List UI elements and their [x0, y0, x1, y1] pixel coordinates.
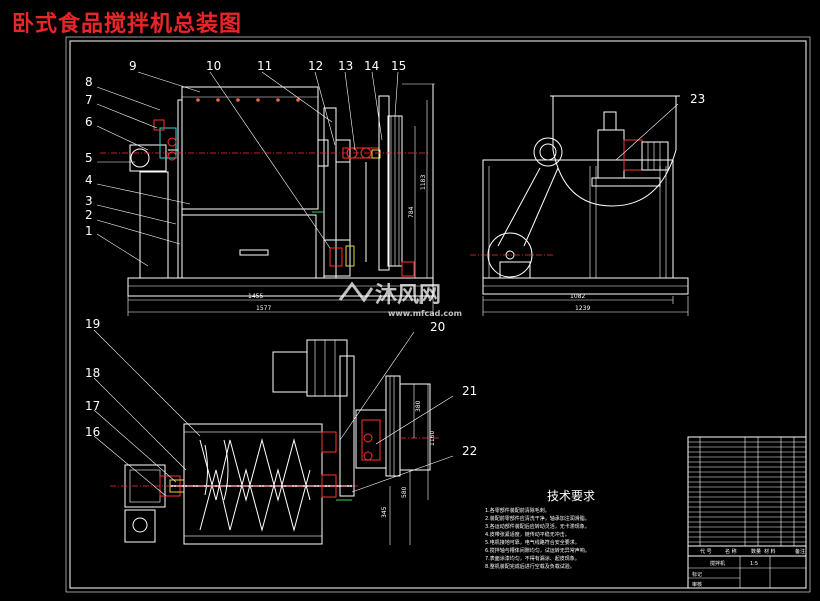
balloon-21: 21 — [462, 384, 477, 398]
balloon-17: 17 — [85, 399, 100, 413]
side-view — [470, 95, 689, 316]
balloon-23: 23 — [690, 92, 705, 106]
top-view — [110, 339, 440, 545]
side-hopper — [552, 95, 677, 207]
balloons: 8 7 6 5 4 3 2 1 9 10 11 12 13 14 15 16 1… — [85, 59, 705, 458]
balloon-18: 18 — [85, 366, 100, 380]
dim-side-a: 1082 — [570, 293, 585, 300]
left-support — [139, 171, 169, 279]
balloon-15: 15 — [391, 59, 406, 73]
balloon-2: 2 — [85, 208, 93, 222]
tech-heading: 技术要求 — [547, 489, 595, 503]
balloon-19: 19 — [85, 317, 100, 331]
watermark-logo-icon — [338, 281, 374, 303]
balloon-7: 7 — [85, 93, 93, 107]
reducer — [597, 129, 625, 179]
balloon-9: 9 — [129, 59, 137, 73]
tech-item-5: 5.电机接地可靠，电气线路符合安全要求。 — [485, 539, 580, 546]
dim-front-total: 1577 — [256, 305, 271, 312]
watermark: 沐风网 www.mfcad.com — [338, 281, 462, 318]
dim-front-height-b: 1183 — [420, 175, 427, 190]
tech-item-4: 4.皮带张紧适度，链传动平稳无冲击。 — [485, 531, 570, 538]
balloon-6: 6 — [85, 115, 93, 129]
lower-box — [181, 214, 317, 279]
watermark-brand: 沐风网 — [375, 283, 441, 308]
tb-review: 审核 — [692, 581, 702, 588]
balloon-1: 1 — [85, 224, 93, 238]
inner-frame — [69, 40, 807, 589]
tech-item-6: 6.搅拌轴与槽体间隙均匀，试运转无异常声响。 — [485, 547, 590, 554]
dim-side-b: 1239 — [575, 305, 590, 312]
side-pulley — [487, 232, 533, 278]
tb-name: 名 称 — [725, 548, 737, 555]
leader-lines — [93, 71, 679, 497]
tech-item-8: 8.整机装配完成后进行空载及负载试验。 — [485, 563, 575, 570]
balloon-13: 13 — [338, 59, 353, 73]
dim-top-c: 580 — [401, 486, 408, 498]
tb-scale: 1:5 — [750, 561, 758, 567]
front-view — [100, 83, 435, 316]
tech-item-2: 2.装配前零部件应清洗干净，轴承加注润滑脂。 — [485, 515, 590, 522]
balloon-22: 22 — [462, 444, 477, 458]
dim-front-inner: 1455 — [248, 293, 263, 300]
drawing-title: 卧式食品搅拌机总装图 — [12, 11, 243, 37]
watermark-url: www.mfcad.com — [388, 309, 462, 318]
dim-top-d: 345 — [381, 506, 388, 518]
tech-requirements: 技术要求 1.各零部件装配前清除毛刺。 2.装配前零部件应清洗干净，轴承加注润滑… — [485, 489, 595, 570]
balloon-20: 20 — [430, 320, 445, 334]
dim-top-b: 1160 — [429, 431, 436, 446]
balloon-11: 11 — [257, 59, 272, 73]
tb-qty: 数量 — [751, 548, 761, 555]
tech-item-7: 7.表面涂漆均匀，不得有漏涂、起皮现象。 — [485, 555, 580, 562]
tb-note: 备注 — [795, 548, 805, 555]
top-trough — [183, 423, 323, 545]
balloon-12: 12 — [308, 59, 323, 73]
balloon-5: 5 — [85, 151, 93, 165]
dim-front-height-a: 784 — [408, 206, 415, 218]
mixing-tank — [181, 86, 319, 210]
tb-mark: 标记 — [692, 571, 702, 578]
balloon-10: 10 — [206, 59, 221, 73]
balloon-8: 8 — [85, 75, 93, 89]
tech-item-3: 3.各运动部件装配后应转动灵活，无卡滞现象。 — [485, 523, 590, 530]
tb-material: 材 料 — [764, 548, 776, 555]
dimension-labels: 1455 1577 784 1183 1082 1239 380 1160 58… — [248, 175, 590, 518]
top-motor-right — [272, 351, 308, 393]
outer-frame — [65, 36, 811, 593]
tech-item-1: 1.各零部件装配前清除毛刺。 — [485, 507, 550, 514]
dim-top-a: 380 — [415, 400, 422, 412]
balloon-16: 16 — [85, 425, 100, 439]
title-block: 代 号 名 称 数量 材 料 备注 搅拌机 1:5 标记 审核 — [687, 436, 807, 589]
balloon-3: 3 — [85, 194, 93, 208]
tb-code: 代 号 — [700, 548, 712, 555]
tb-drawing-name: 搅拌机 — [710, 560, 725, 567]
balloon-14: 14 — [364, 59, 379, 73]
balloon-4: 4 — [85, 173, 93, 187]
